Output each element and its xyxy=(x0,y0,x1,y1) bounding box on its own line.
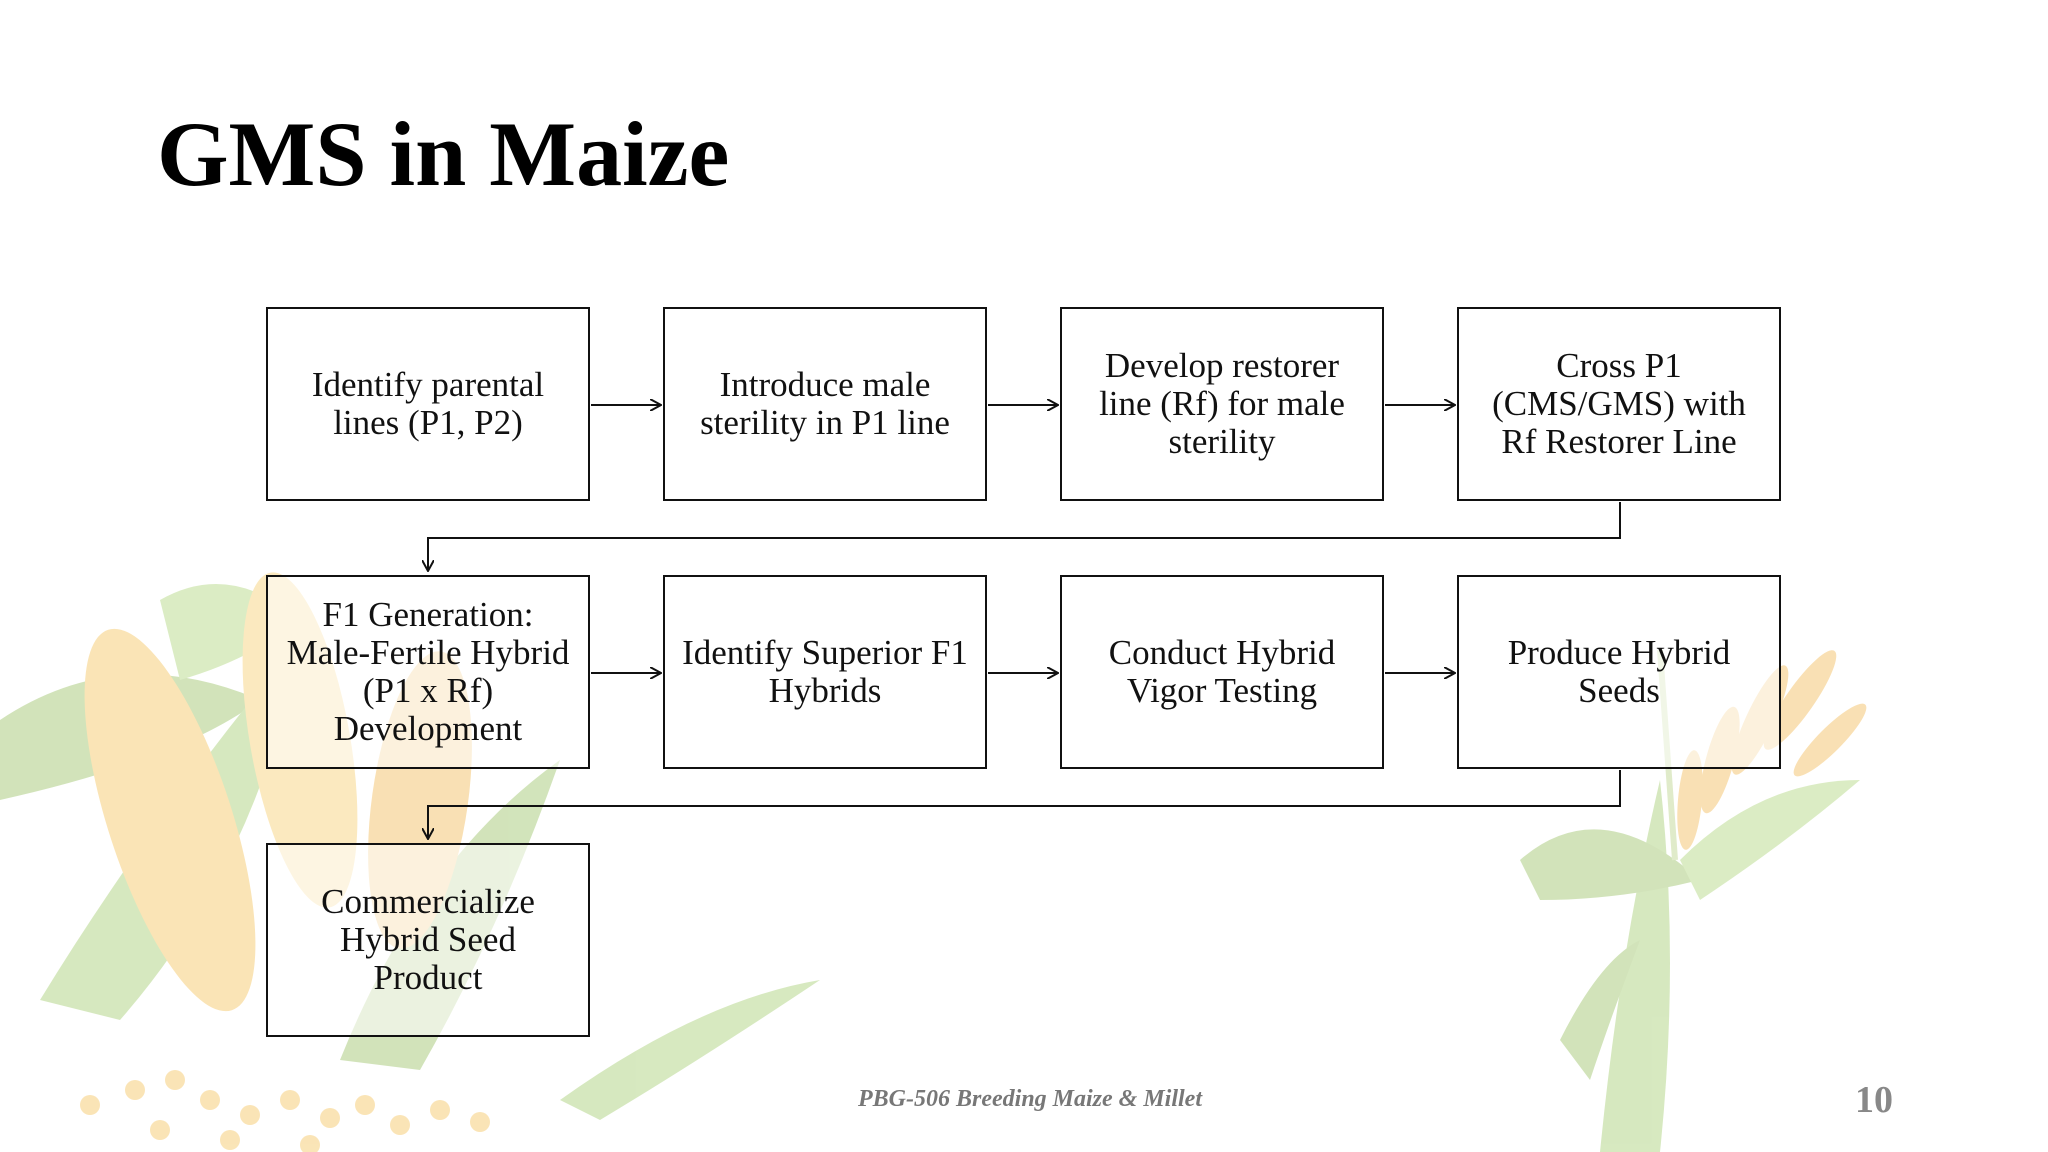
step-1-box: Identify parental lines (P1, P2) xyxy=(266,307,590,501)
step-6-box: Identify Superior F1 Hybrids xyxy=(663,575,987,769)
arrow-4-5 xyxy=(428,502,1621,571)
page-number: 10 xyxy=(1855,1079,1893,1121)
step-5-label: F1 Generation: Male-Fertile Hybrid (P1 x… xyxy=(286,595,570,748)
step-8-box: Produce Hybrid Seeds xyxy=(1457,575,1781,769)
step-3-box: Develop restorer line (Rf) for male ster… xyxy=(1060,307,1384,501)
step-2-box: Introduce male sterility in P1 line xyxy=(663,307,987,501)
step-8-label: Produce Hybrid Seeds xyxy=(1507,633,1731,710)
footer-course-label: PBG-506 Breeding Maize & Millet xyxy=(858,1086,1202,1112)
step-4-label: Cross P1 (CMS/GMS) with Rf Restorer Line xyxy=(1492,346,1746,461)
step-4-box: Cross P1 (CMS/GMS) with Rf Restorer Line xyxy=(1457,307,1781,501)
step-1-label: Identify parental lines (P1, P2) xyxy=(311,365,545,442)
step-6-label: Identify Superior F1 Hybrids xyxy=(682,633,968,710)
step-2-label: Introduce male sterility in P1 line xyxy=(700,365,950,442)
step-9-label: Commercialize Hybrid Seed Product xyxy=(321,882,535,997)
step-3-label: Develop restorer line (Rf) for male ster… xyxy=(1099,346,1345,461)
step-9-box: Commercialize Hybrid Seed Product xyxy=(266,843,590,1037)
arrow-8-9 xyxy=(428,770,1621,839)
step-7-box: Conduct Hybrid Vigor Testing xyxy=(1060,575,1384,769)
step-5-box: F1 Generation: Male-Fertile Hybrid (P1 x… xyxy=(266,575,590,769)
step-7-label: Conduct Hybrid Vigor Testing xyxy=(1108,633,1336,710)
slide-title: GMS in Maize xyxy=(157,103,730,205)
